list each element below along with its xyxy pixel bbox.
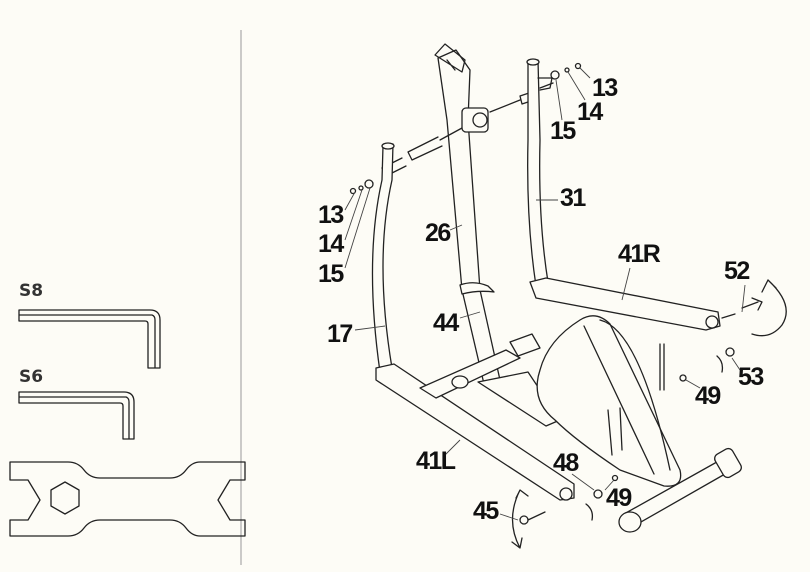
part-labels: 13 14 15 13 14 15 31 26 41R 52 17 44 53 … (318, 74, 765, 525)
label-31: 31 (560, 184, 586, 212)
hex-key-s6-label: S6 (19, 367, 43, 387)
tools-panel: S8 S6 (9, 281, 246, 537)
rotate-arrow-left-icon (511, 489, 529, 549)
label-41r: 41R (618, 240, 661, 268)
label-49-lower: 49 (606, 484, 631, 512)
hex-key-s8-icon (18, 309, 161, 369)
label-52: 52 (724, 257, 749, 285)
label-45: 45 (473, 497, 499, 525)
hex-socket-icon (50, 481, 80, 515)
label-15-left: 15 (318, 260, 344, 288)
elliptical-frame-drawing (344, 43, 787, 549)
label-53: 53 (738, 363, 763, 391)
hex-key-s8-label: S8 (19, 281, 43, 301)
label-14-right: 14 (577, 98, 603, 126)
label-13-left: 13 (318, 201, 343, 229)
label-14-left: 14 (318, 230, 344, 258)
label-48: 48 (553, 449, 579, 477)
label-17: 17 (327, 320, 352, 348)
label-15-right: 15 (550, 117, 576, 145)
label-13-right: 13 (592, 74, 617, 102)
label-49-upper: 49 (695, 382, 720, 410)
label-44: 44 (433, 309, 459, 337)
wrench-icon (9, 461, 246, 537)
label-26: 26 (425, 219, 450, 247)
rotate-arrow-right-icon (751, 279, 787, 337)
label-41l: 41L (416, 447, 456, 475)
hex-key-s6-icon (18, 391, 135, 440)
